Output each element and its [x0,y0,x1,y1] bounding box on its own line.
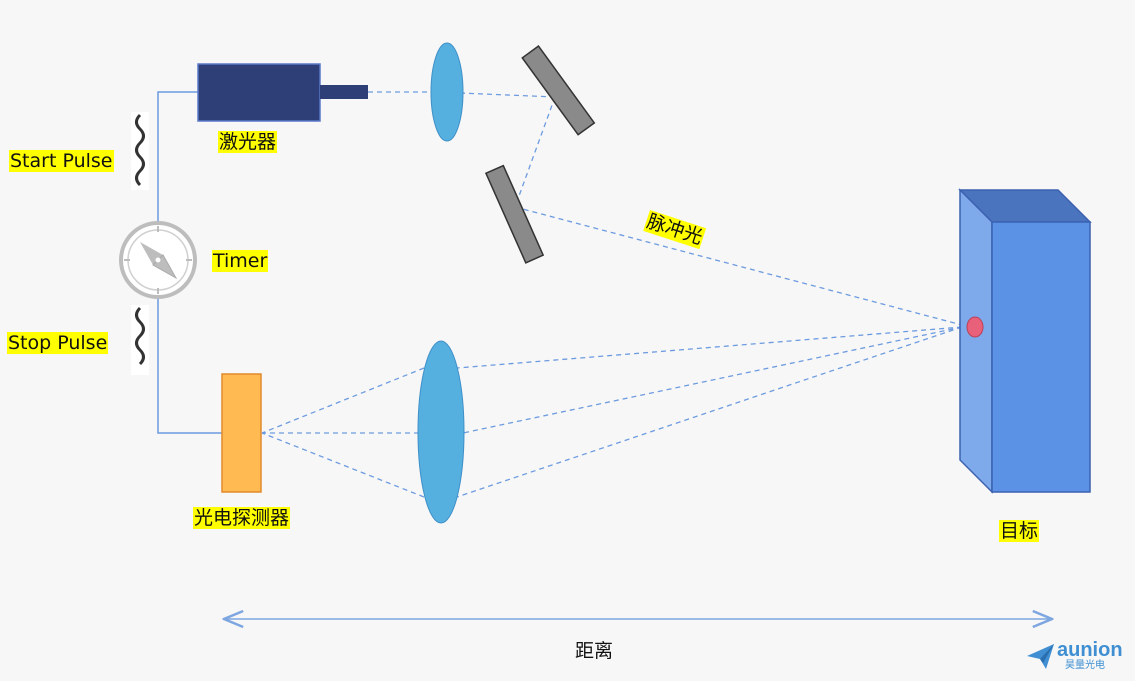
mirror-lower [484,164,545,264]
laser-spot [966,316,984,338]
timer-compass-icon [119,221,197,299]
distance-label: 距离 [575,640,614,662]
timer-label: Timer [212,250,269,272]
aunion-logo-icon [1027,644,1054,669]
mirror-upper [521,45,596,136]
stop-pulse-signal-icon [131,305,149,375]
photodetector [221,373,262,493]
aunion-logo: aunion 昊量光电 [1025,640,1125,676]
receiving-lens [417,340,465,524]
target-label: 目标 [999,520,1040,542]
light-beams [261,91,963,498]
timer-wiring [157,91,222,434]
photodetector-label: 光电探测器 [193,507,291,529]
target-block [958,188,1092,494]
start-pulse-label: Start Pulse [9,150,114,172]
laser-label: 激光器 [218,131,278,153]
laser-device [197,63,368,122]
collimating-lens [430,42,464,142]
start-pulse-signal-icon [131,112,149,190]
stop-pulse-label: Stop Pulse [7,332,109,354]
logo-name: aunion [1057,639,1123,661]
logo-subtitle: 昊量光电 [1065,660,1105,671]
